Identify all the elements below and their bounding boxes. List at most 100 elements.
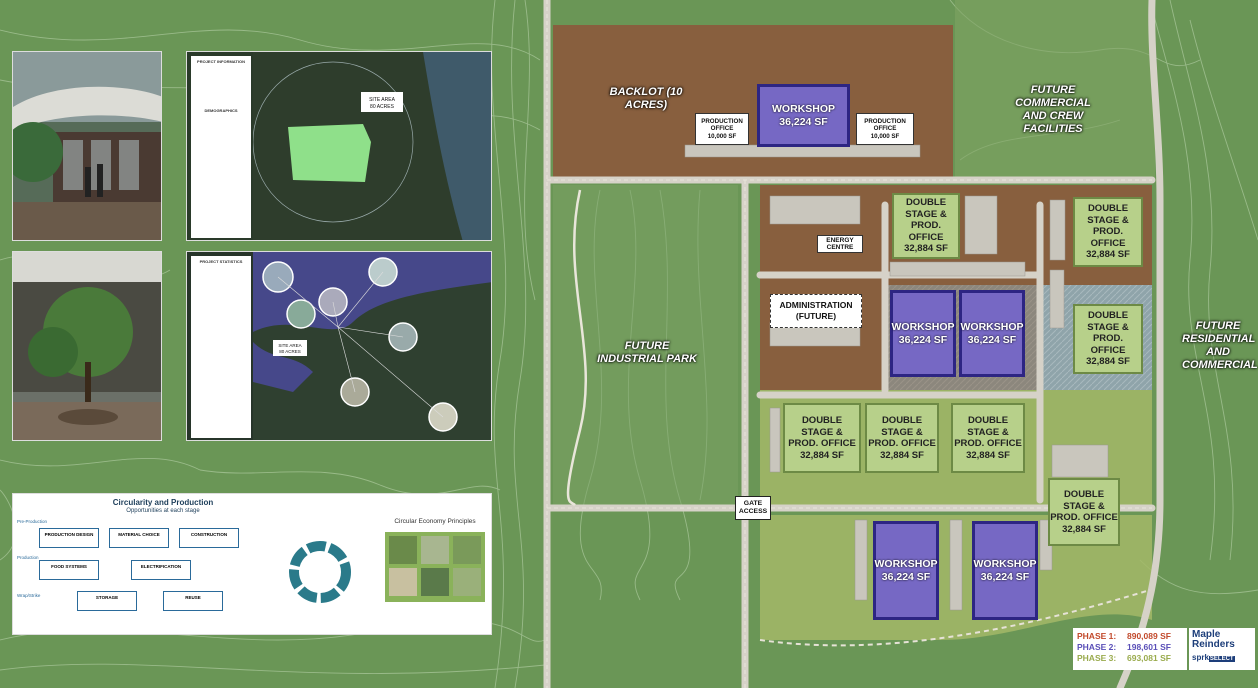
project-info-header: PROJECT INFORMATION [197, 59, 245, 64]
circular-economy-diagram [289, 541, 351, 603]
legend-phase1-label: PHASE 1: [1077, 631, 1117, 641]
workshop-phase3-a[interactable]: WORKSHOP 36,224 SF [873, 521, 939, 620]
double-stage-line2: STAGE & [967, 426, 1009, 438]
stage-title: REUSE [185, 595, 201, 600]
principles-title: Circular Economy Principles [394, 518, 476, 525]
workshop-phase2-b[interactable]: WORKSHOP 36,224 SF [959, 290, 1025, 377]
stage-title: PRODUCTION DESIGN [44, 532, 94, 537]
backlot-label: BACKLOT (10 ACRES) [609, 86, 683, 111]
workshop-area: 36,224 SF [898, 333, 948, 346]
stage-food-systems: FOOD SYSTEMS [39, 560, 99, 580]
workshop-area: 36,224 SF [881, 570, 931, 583]
double-stage-3[interactable]: DOUBLE STAGE & PROD. OFFICE 32,884 SF [1073, 304, 1143, 374]
double-stage-line1: DOUBLE [905, 197, 947, 209]
workshop-label: WORKSHOP [874, 557, 938, 570]
future-industrial-label: FUTURE INDUSTRIAL PARK [597, 340, 697, 365]
demographics-header: DEMOGRAPHICS [204, 108, 238, 113]
energy-centre[interactable]: ENERGY CENTRE [817, 235, 863, 253]
legend-phase2: PHASE 2: 198,601 SF [1077, 642, 1183, 653]
double-stage-area: 32,884 SF [1086, 249, 1130, 261]
production-label: Production [17, 555, 39, 560]
logo-block: Maple Reinders sprkSELECT [1189, 628, 1255, 670]
double-stage-line3: PROD. OFFICE [954, 438, 1022, 449]
stage-material-choice: MATERIAL CHOICE [109, 528, 169, 548]
double-stage-area: 32,884 SF [1086, 356, 1130, 368]
workshop-phase2-a[interactable]: WORKSHOP 36,224 SF [890, 290, 956, 377]
production-office-label: PRODUCTION OFFICE [701, 117, 743, 133]
future-residential-label: FUTURE RESIDENTIAL AND COMMERCIAL [1182, 320, 1258, 371]
stage-title: CONSTRUCTION [190, 532, 228, 537]
sprk-sub: SELECT [1208, 656, 1235, 662]
double-stage-line2: STAGE & [905, 208, 947, 220]
workshop-phase3-b[interactable]: WORKSHOP 36,224 SF [972, 521, 1038, 620]
double-stage-area: 32,884 SF [1062, 523, 1106, 535]
sprk-text: sprk [1192, 653, 1209, 662]
double-stage-line1: DOUBLE [881, 415, 923, 426]
double-stage-7[interactable]: DOUBLE STAGE & PROD. OFFICE 32,884 SF [1048, 478, 1120, 546]
future-commercial-label: FUTURE COMMERCIAL AND CREW FACILITIES [1015, 84, 1091, 135]
principles-photos [385, 532, 485, 602]
pre-production-label: Pre-Production [17, 519, 48, 524]
double-stage-line3: PROD. OFFICE [1090, 226, 1126, 249]
double-stage-line3: PROD. OFFICE [1090, 333, 1126, 356]
stage-title: STORAGE [95, 595, 119, 600]
double-stage-line1: DOUBLE [1087, 203, 1129, 215]
double-stage-line3: PROD. OFFICE [908, 220, 944, 243]
administration-building[interactable]: ADMINISTRATION (FUTURE) [770, 294, 862, 328]
regional-context-map: SITE AREA 80 ACRES [253, 252, 491, 440]
site-location-map: SITE AREA 80 ACRES [253, 52, 491, 240]
double-stage-line1: DOUBLE [801, 415, 843, 426]
courtyard-render-image [13, 252, 161, 440]
double-stage-line2: STAGE & [1087, 214, 1129, 226]
rendering-photo-1 [12, 51, 162, 241]
double-stage-4[interactable]: DOUBLE STAGE & PROD. OFFICE 32,884 SF [783, 403, 861, 473]
production-office-west[interactable]: PRODUCTION OFFICE 10,000 SF [695, 113, 749, 145]
double-stage-line1: DOUBLE [967, 415, 1009, 426]
double-stage-line2: STAGE & [1087, 321, 1129, 333]
project-stats-sidebar: PROJECT STATISTICS [191, 256, 251, 438]
double-stage-1[interactable]: DOUBLE STAGE & PROD. OFFICE 32,884 SF [892, 193, 960, 259]
workshop-label: WORKSHOP [960, 320, 1024, 333]
circularity-subtitle: Opportunities at each stage [126, 508, 200, 514]
double-stage-area: 32,884 SF [880, 449, 924, 461]
project-information-panel: PROJECT INFORMATION DEMOGRAPHICS SITE AR… [186, 51, 492, 241]
legend-phase1-value: 890,089 SF [1127, 631, 1171, 641]
stage-reuse: REUSE [163, 591, 223, 611]
circularity-panel: Circularity and Production Opportunities… [12, 493, 492, 635]
gate-access[interactable]: GATE ACCESS [735, 496, 771, 520]
project-statistics-panel: PROJECT STATISTICS SITE AREA 80 ACRES [186, 251, 492, 441]
stage-storage: STORAGE [77, 591, 137, 611]
workshop-backlot[interactable]: WORKSHOP 36,224 SF [757, 84, 850, 147]
sprk-select-logo: sprkSELECT [1192, 653, 1252, 664]
stage-construction: CONSTRUCTION [179, 528, 239, 548]
legend-phase3-value: 693,081 SF [1127, 653, 1171, 663]
stage-production-design: PRODUCTION DESIGN [39, 528, 99, 548]
workshop-area: 36,224 SF [980, 570, 1030, 583]
double-stage-line2: STAGE & [1063, 500, 1105, 512]
legend-phase3-label: PHASE 3: [1077, 653, 1117, 663]
project-info-sidebar: PROJECT INFORMATION DEMOGRAPHICS [191, 56, 251, 238]
rendering-photo-2 [12, 251, 162, 441]
site-area-value: 80 ACRES [370, 104, 395, 110]
double-stage-2[interactable]: DOUBLE STAGE & PROD. OFFICE 32,884 SF [1073, 197, 1143, 267]
double-stage-line3: PROD. OFFICE [868, 438, 936, 449]
wrap-strike-label: Wrap/Strike [17, 593, 41, 598]
energy-centre-label: ENERGY CENTRE [826, 236, 854, 252]
stage-electrification: ELECTRIFICATION [131, 560, 191, 580]
double-stage-area: 32,884 SF [904, 243, 948, 255]
site-area-callout [361, 92, 403, 112]
administration-sublabel: (FUTURE) [795, 311, 837, 321]
stage-title: MATERIAL CHOICE [118, 532, 160, 537]
double-stage-5[interactable]: DOUBLE STAGE & PROD. OFFICE 32,884 SF [865, 403, 939, 473]
double-stage-line1: DOUBLE [1063, 489, 1105, 500]
site-area-value-2: 80 ACRES [279, 349, 301, 354]
site-area-label: SITE AREA [369, 97, 396, 103]
production-office-area: 10,000 SF [870, 132, 900, 140]
maple-line1: Maple [1192, 629, 1221, 640]
stage-title: ELECTRIFICATION [140, 564, 182, 569]
production-office-east[interactable]: PRODUCTION OFFICE 10,000 SF [856, 113, 914, 145]
building-render-image [13, 52, 161, 240]
double-stage-6[interactable]: DOUBLE STAGE & PROD. OFFICE 32,884 SF [951, 403, 1025, 473]
double-stage-line1: DOUBLE [1087, 310, 1129, 322]
legend-phase2-value: 198,601 SF [1127, 642, 1171, 652]
